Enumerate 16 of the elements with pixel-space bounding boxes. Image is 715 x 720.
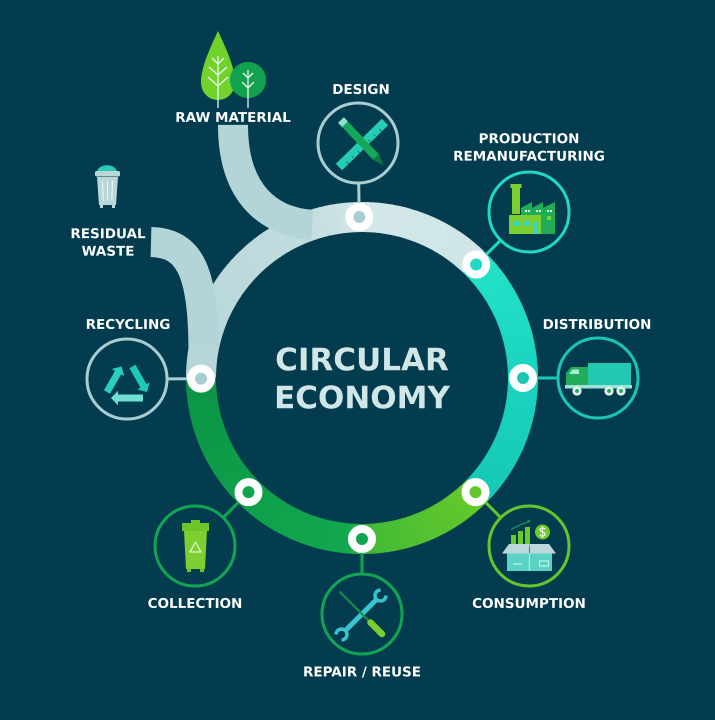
stage-label: RECYCLING (86, 318, 170, 330)
stage-label: RAW MATERIAL (176, 112, 290, 122)
stage-label: CONSUMPTION (472, 598, 585, 608)
leader-line (166, 364, 215, 393)
leader-line (222, 478, 262, 519)
leader-line (345, 182, 374, 232)
stage-label: RESIDUAL WASTE (72, 228, 146, 256)
leader-line (462, 478, 502, 519)
stage-label: DESIGN (333, 84, 389, 94)
stage-label: REPAIR / REUSE (304, 666, 420, 678)
leader-line (509, 364, 558, 392)
leader-line (348, 525, 376, 574)
leader-line (462, 239, 502, 278)
stage-label: PRODUCTION REMANUFACTURING (454, 133, 604, 161)
stage-label: DISTRIBUTION (544, 318, 650, 330)
stage-label: COLLECTION (148, 598, 242, 608)
